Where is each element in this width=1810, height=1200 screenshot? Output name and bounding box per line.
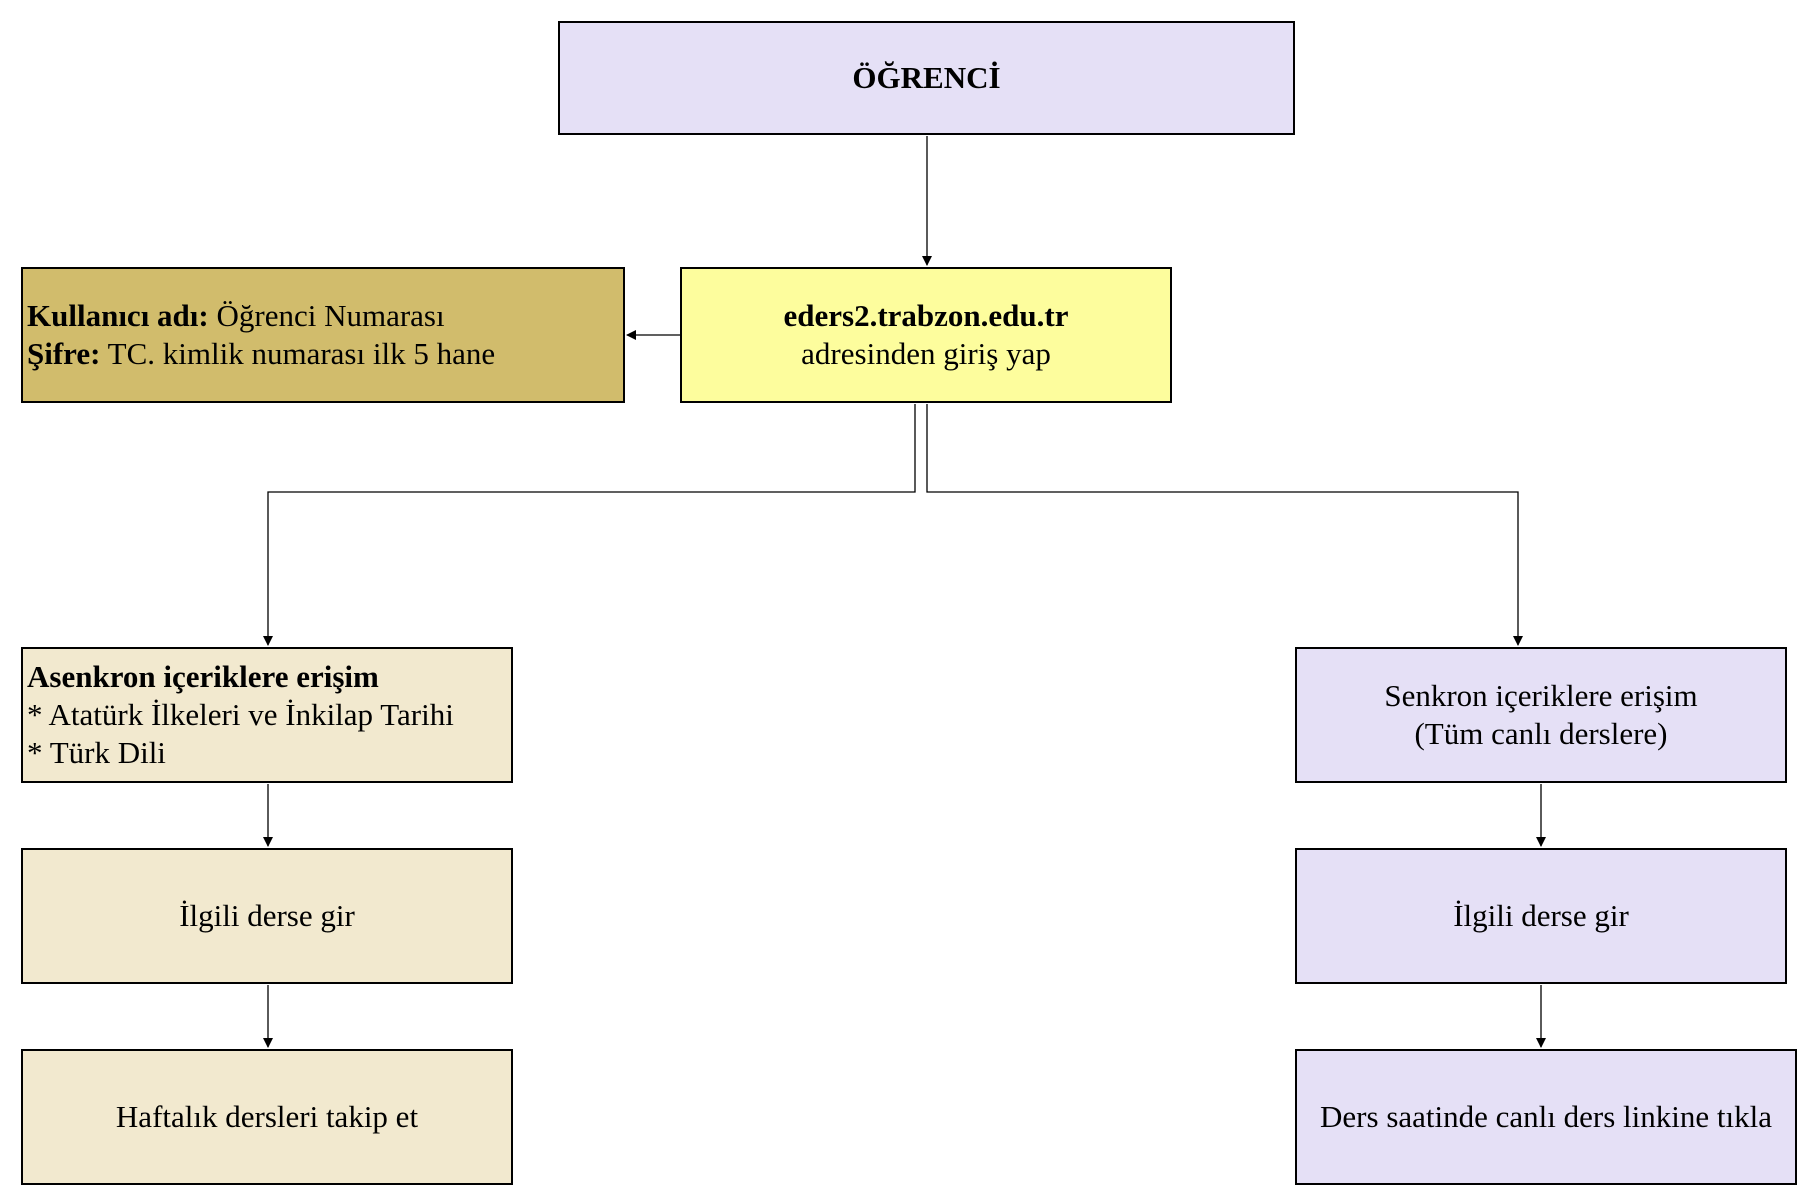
- username-value: Öğrenci Numarası: [208, 298, 445, 333]
- node-senkron: Senkron içeriklere erişim (Tüm canlı der…: [1295, 647, 1787, 783]
- ogrenci-title: ÖĞRENCİ: [852, 60, 1001, 95]
- node-senkron-click: Ders saatinde canlı ders linkine tıkla: [1295, 1049, 1797, 1185]
- password-label: Şifre:: [27, 336, 101, 371]
- node-credentials: Kullanıcı adı: Öğrenci Numarası Şifre: T…: [21, 267, 625, 403]
- senkron-enter-text: İlgili derse gir: [1453, 898, 1629, 933]
- node-asenkron-enter: İlgili derse gir: [21, 848, 513, 984]
- senkron-line1: Senkron içeriklere erişim: [1384, 678, 1698, 713]
- edge-login-asenkron: [263, 404, 916, 646]
- senkron-line2: (Tüm canlı derslere): [1414, 716, 1668, 751]
- login-text: adresinden giriş yap: [801, 336, 1051, 371]
- edge-login-senkron: [926, 404, 1523, 646]
- login-url: eders2.trabzon.edu.tr: [783, 298, 1069, 333]
- node-login: eders2.trabzon.edu.tr adresinden giriş y…: [680, 267, 1172, 403]
- senkron-click-text: Ders saatinde canlı ders linkine tıkla: [1320, 1099, 1772, 1134]
- credentials-password-row: Şifre: TC. kimlik numarası ilk 5 hane: [27, 335, 495, 373]
- asenkron-item: * Türk Dili: [27, 735, 166, 770]
- password-value: TC. kimlik numarası ilk 5 hane: [100, 336, 496, 371]
- asenkron-item: * Atatürk İlkeleri ve İnkilap Tarihi: [27, 697, 454, 732]
- node-asenkron-follow: Haftalık dersleri takip et: [21, 1049, 513, 1185]
- asenkron-follow-text: Haftalık dersleri takip et: [115, 1099, 419, 1134]
- node-senkron-enter: İlgili derse gir: [1295, 848, 1787, 984]
- node-asenkron: Asenkron içeriklere erişim * Atatürk İlk…: [21, 647, 513, 783]
- asenkron-enter-text: İlgili derse gir: [179, 898, 355, 933]
- asenkron-title: Asenkron içeriklere erişim: [27, 659, 379, 694]
- username-label: Kullanıcı adı:: [27, 298, 209, 333]
- credentials-username-row: Kullanıcı adı: Öğrenci Numarası: [27, 297, 445, 335]
- node-ogrenci: ÖĞRENCİ: [558, 21, 1295, 135]
